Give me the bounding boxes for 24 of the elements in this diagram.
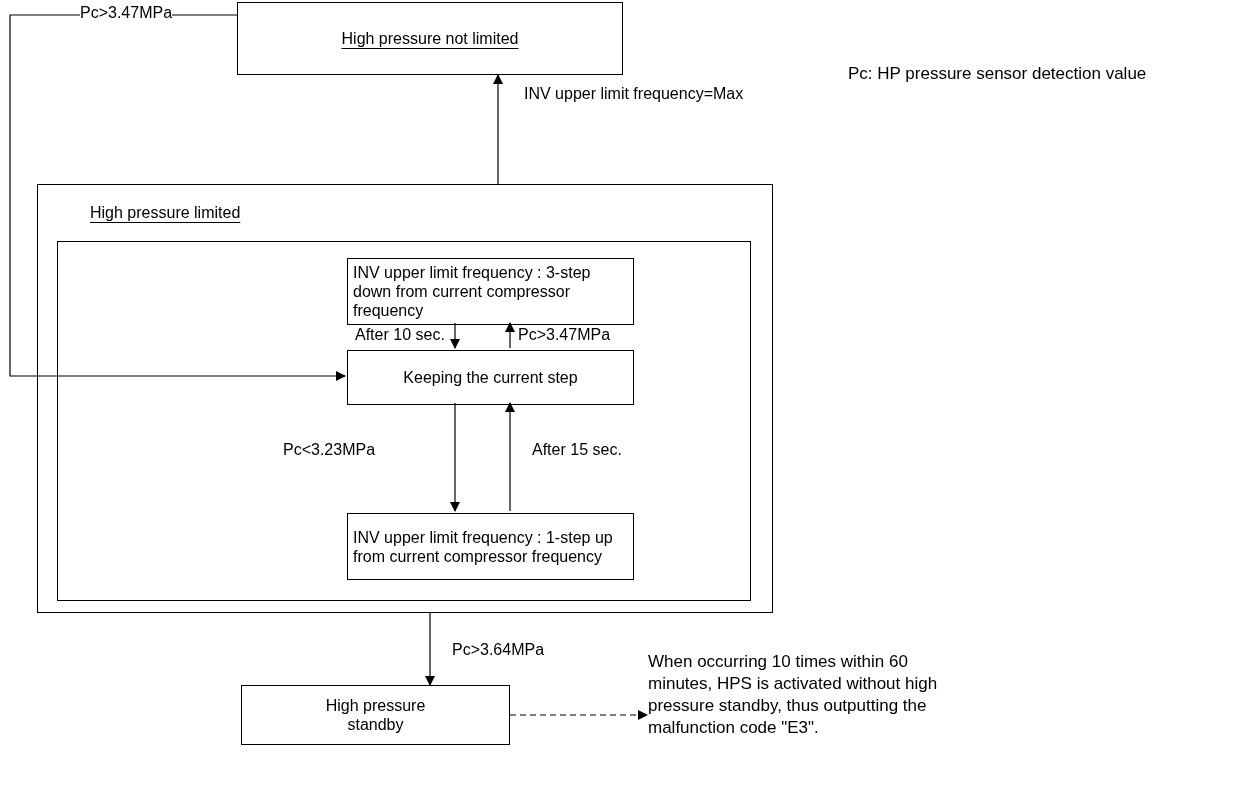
arrow [450, 322, 460, 349]
group-heading: High pressure limited [90, 203, 241, 222]
box-label: INV upper limit frequency : 1-step up from current compressor frequency [353, 527, 614, 566]
note-text: When occurring 10 times within 60 minutes, HPS is activated without high pressure standby, thus outputting the malfunction code "E3". [648, 651, 966, 763]
box-label: INV upper limit frequency : 3-step down from current compressor frequency [353, 263, 592, 320]
process-box [237, 2, 623, 75]
group-box [57, 241, 751, 601]
process-box [347, 350, 634, 405]
arrow [425, 612, 435, 686]
group-box [37, 184, 773, 613]
edge-label: INV upper limit frequency=Max [524, 84, 744, 103]
note-text: Pc: HP pressure sensor detection value [848, 63, 1147, 85]
arrow [505, 322, 515, 349]
arrow [450, 402, 460, 512]
box-label: Keeping the current step [403, 368, 578, 387]
arrow [509, 710, 648, 720]
arrow [9, 14, 346, 381]
process-box [347, 513, 634, 580]
arrow [493, 74, 503, 185]
box-label: High pressure standby [324, 696, 427, 734]
arrow [505, 402, 515, 512]
process-box [347, 258, 634, 325]
box-label: High pressure not limited [341, 29, 519, 48]
process-box [241, 685, 510, 745]
